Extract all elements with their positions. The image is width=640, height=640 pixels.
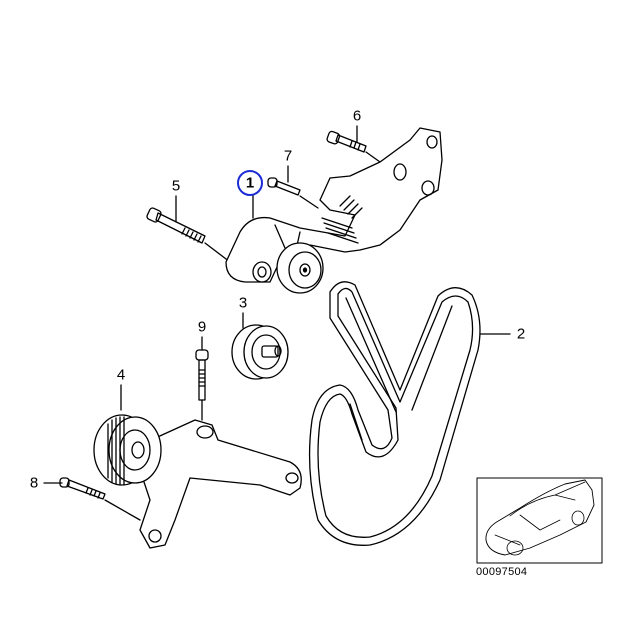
pulley-bracket-4 [93, 414, 302, 549]
drive-belt-2 [308, 281, 481, 546]
callout-3[interactable]: 3 [238, 294, 248, 312]
callout-4[interactable]: 4 [116, 366, 126, 384]
bolt-8 [59, 477, 106, 500]
tensioner-pulley [276, 242, 324, 294]
leader-lines [43, 125, 511, 521]
callout-8[interactable]: 8 [29, 474, 39, 492]
belt-tensioner-assembly [225, 127, 443, 283]
reference-number: 00097504 [476, 566, 528, 578]
vehicle-thumbnail [476, 477, 603, 564]
callout-6[interactable]: 6 [352, 107, 362, 125]
callout-1[interactable]: 1 [245, 174, 255, 192]
callout-5[interactable]: 5 [171, 177, 181, 195]
callout-7[interactable]: 7 [283, 147, 293, 165]
bolt-7 [267, 177, 301, 196]
callout-2[interactable]: 2 [516, 325, 526, 343]
bolt-9 [195, 349, 209, 421]
idler-pulley-3 [231, 324, 289, 380]
bolt-5 [146, 207, 206, 244]
highlight-circle [237, 170, 263, 196]
bolt-6 [326, 130, 367, 153]
callout-9[interactable]: 9 [197, 318, 207, 336]
